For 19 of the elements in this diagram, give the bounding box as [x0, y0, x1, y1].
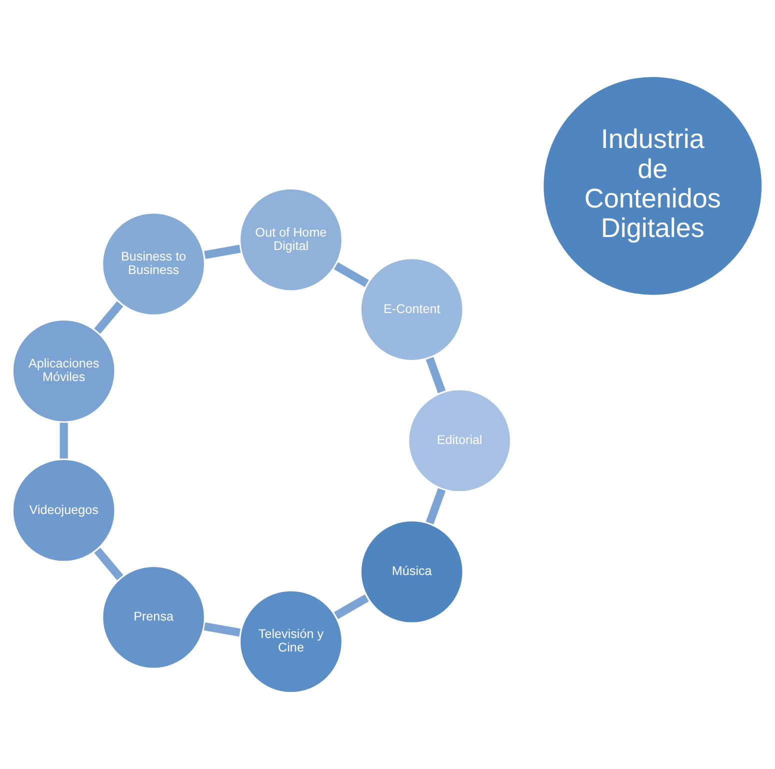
connector — [94, 548, 124, 580]
connector — [426, 357, 446, 394]
node-circle: Música — [358, 518, 465, 625]
node-circle: Out of Home Digital — [238, 186, 344, 293]
node-circle: Televisión y Cine — [238, 588, 344, 695]
connector — [426, 488, 446, 524]
node-circle: E-Content — [358, 256, 465, 363]
node-circle: Industria de Contenidos Digitales — [540, 74, 764, 298]
connector — [204, 244, 241, 259]
node-circle: Editorial — [406, 388, 513, 494]
connector — [204, 622, 241, 637]
connector — [334, 594, 369, 620]
connector — [60, 422, 68, 458]
node-circle: Videojuegos — [10, 457, 117, 564]
node-circle: Prensa — [100, 564, 207, 670]
node-circle: Aplicaciones Móviles — [10, 318, 117, 424]
node-circle: Business to Business — [100, 210, 207, 318]
connector — [334, 262, 369, 288]
connector — [94, 301, 124, 334]
